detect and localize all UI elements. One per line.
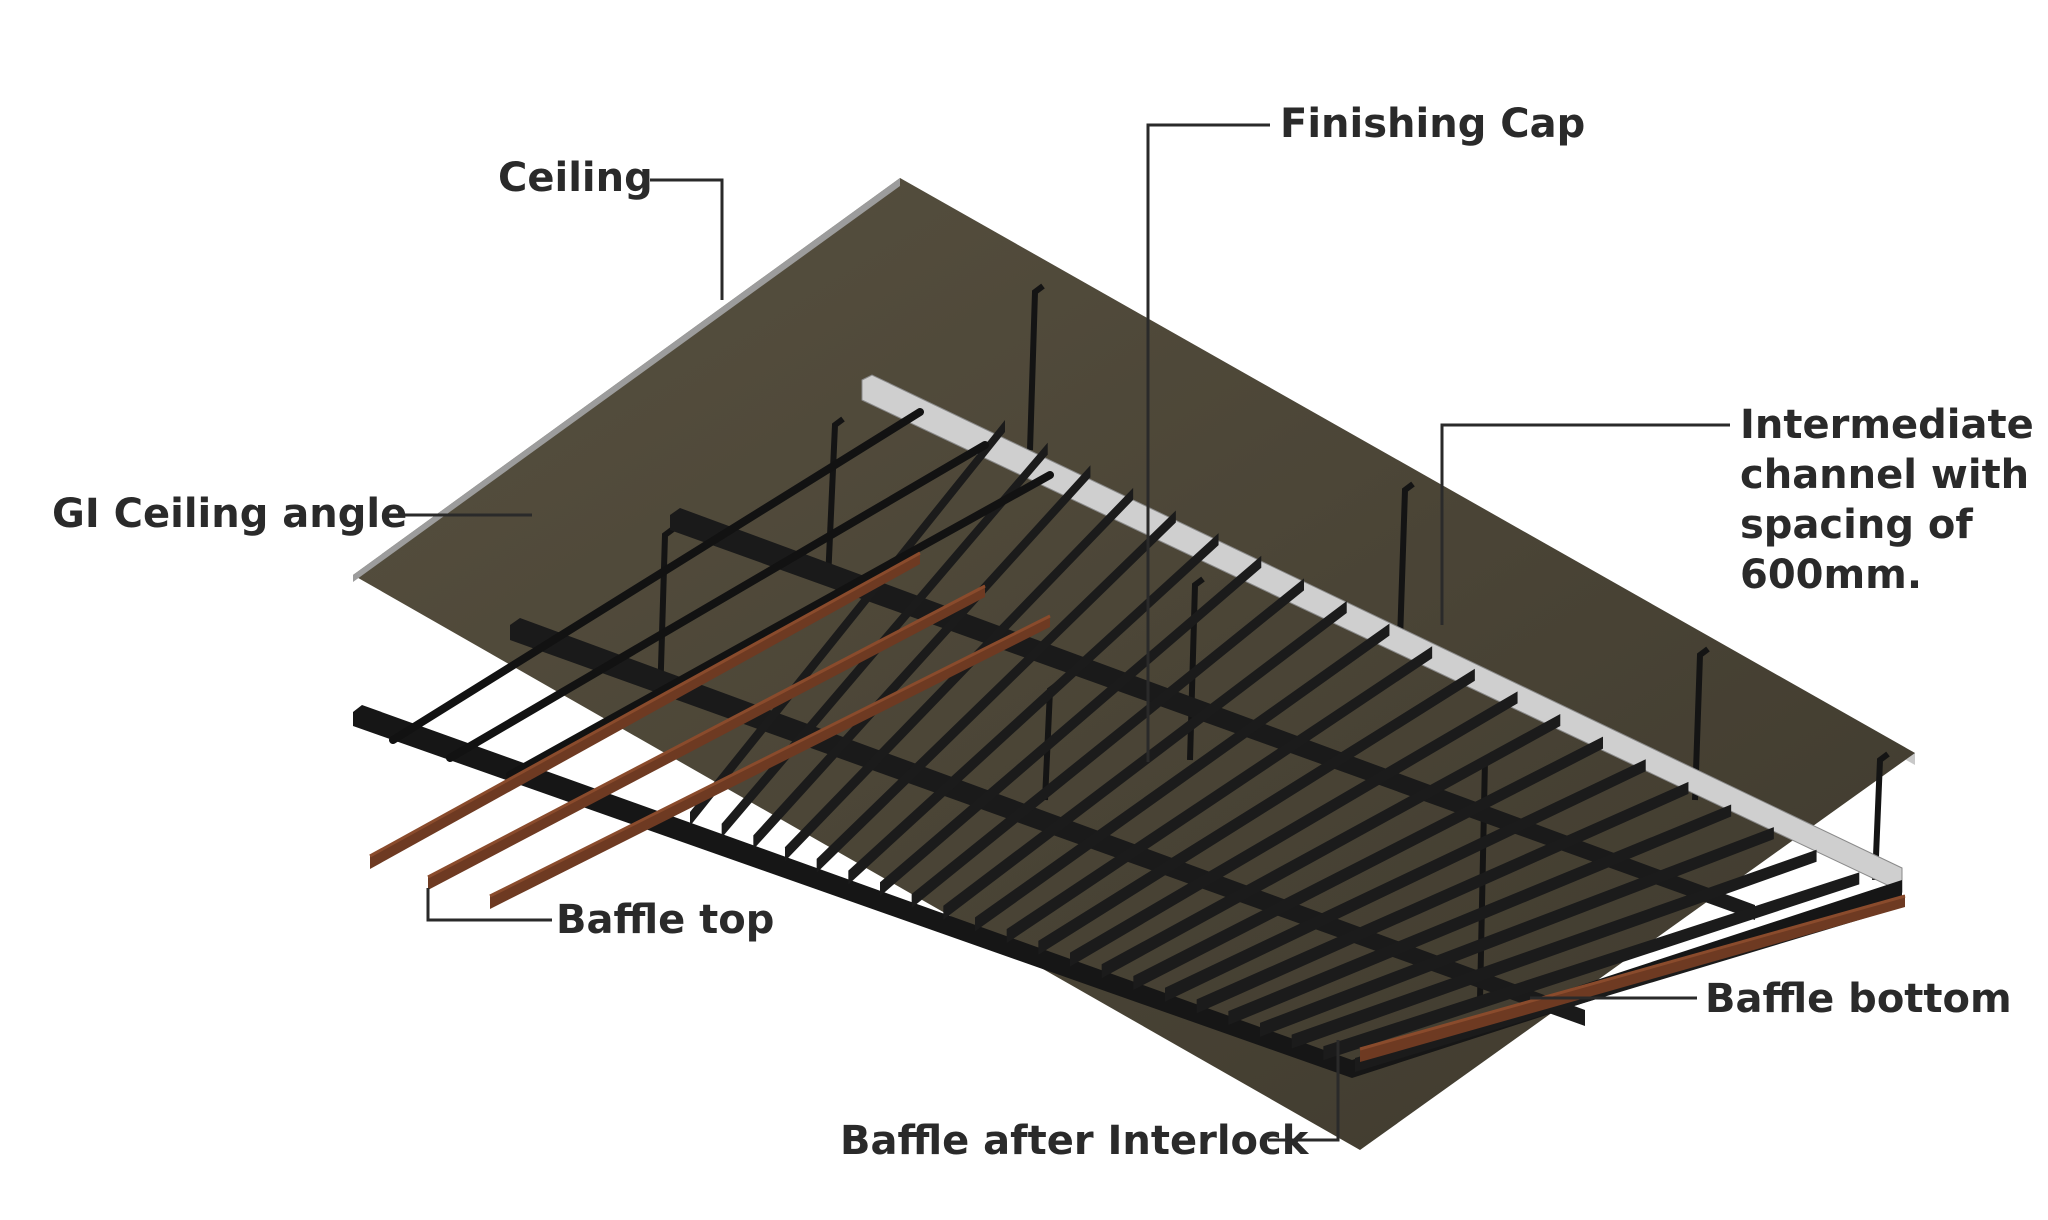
black-baffle [1228, 804, 1732, 1026]
black-baffles [690, 420, 1902, 1072]
slab-edge-top [353, 178, 900, 582]
black-baffle [1291, 849, 1817, 1049]
wood-baffle-highlight [369, 551, 921, 858]
label-intermediate-channel: Intermediate channel with spacing of 600… [1740, 402, 2034, 598]
black-baffle [1165, 759, 1646, 1002]
top-rods [389, 408, 1054, 779]
wood-baffle-highlight [489, 614, 1051, 898]
black-baffle [1070, 691, 1518, 967]
ceiling-slab [353, 178, 1915, 1150]
rod-1 [389, 408, 924, 744]
hanger-rod [1027, 283, 1045, 451]
rod-2 [446, 441, 989, 762]
label-ceiling: Ceiling [498, 155, 653, 201]
black-baffle [1006, 646, 1433, 944]
black-baffle [848, 533, 1219, 885]
wood-baffle [490, 615, 1050, 909]
label-gi-ceiling-angle: GI Ceiling angle [52, 491, 408, 537]
hanger-rod [825, 416, 845, 581]
black-baffle [1038, 668, 1475, 955]
label-baffle-after-interlock: Baffle after Interlock [840, 1118, 1309, 1164]
black-baffle [690, 420, 1005, 826]
black-baffle [816, 510, 1176, 873]
hanger-rod [1692, 646, 1710, 801]
black-baffle [880, 555, 1262, 897]
black-baffle [911, 578, 1304, 908]
leader-lines [393, 123, 1730, 1142]
rod-3 [506, 471, 1054, 779]
black-baffle [753, 465, 1091, 850]
leader-ceiling [650, 178, 724, 300]
frame-rail-left [353, 705, 1352, 1078]
black-baffle [975, 623, 1390, 932]
black-baffle [1133, 736, 1603, 990]
wood-baffle-highlight [1359, 894, 1906, 1051]
black-baffle [1260, 827, 1774, 1037]
black-baffle [943, 600, 1347, 920]
wood-baffle-highlight [427, 584, 986, 879]
hanger-rod [657, 526, 675, 701]
black-baffle [1196, 781, 1689, 1014]
black-baffle [1101, 714, 1561, 979]
hanger-rod [1872, 751, 1890, 881]
hanger-rod [1397, 481, 1415, 641]
label-baffle-bottom: Baffle bottom [1705, 976, 2012, 1022]
wood-baffle [1360, 895, 1905, 1062]
leader-baffle-top [426, 888, 552, 922]
black-baffle [785, 487, 1134, 862]
slab-underside [353, 178, 1915, 1150]
label-baffle-top: Baffle top [556, 897, 775, 943]
wood-baffles [369, 551, 1906, 1062]
wood-baffle [370, 552, 920, 869]
wood-baffle [428, 585, 985, 890]
leader-intermediate [1440, 423, 1730, 625]
black-baffle [1323, 872, 1860, 1061]
label-finishing-cap: Finishing Cap [1280, 101, 1586, 147]
leader-finishing-cap [1146, 123, 1270, 762]
leader-interlock [1268, 1040, 1340, 1142]
